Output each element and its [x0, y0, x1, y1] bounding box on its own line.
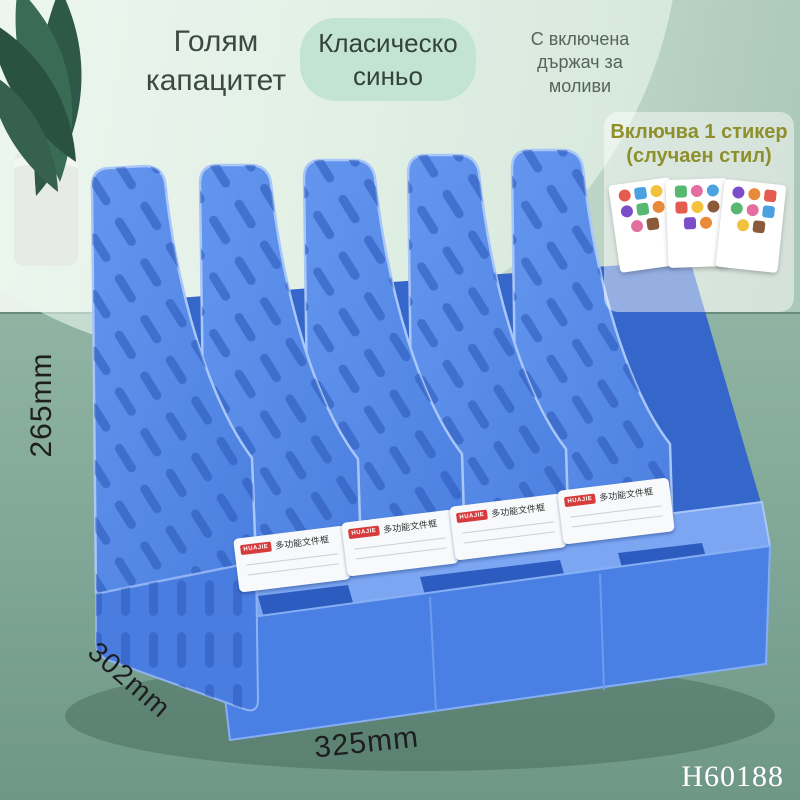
brand-logo: HUAJIE — [347, 524, 380, 539]
plate-title: 多功能文件框 — [490, 502, 546, 519]
plate-ruled-lines — [566, 505, 667, 528]
sticker-sheet — [715, 178, 787, 273]
sticker-bonus-panel: Включва 1 стикер (случаен стил) — [604, 112, 794, 312]
plant-leaves — [0, 0, 82, 196]
sticker-panel-title: Включва 1 стикер (случаен стил) — [610, 121, 788, 168]
pencil-holder-note: С включена държач за моливи — [530, 29, 630, 96]
plate-title: 多功能文件框 — [274, 534, 330, 551]
brand-logo: HUAJIE — [455, 508, 488, 523]
brand-logo: HUAJIE — [563, 492, 596, 507]
product-sku: H60188 — [681, 760, 784, 793]
vase — [14, 152, 78, 266]
plate-ruled-lines — [350, 537, 451, 560]
plate-title: 多功能文件框 — [598, 486, 654, 503]
color-variant-badge: Класическо синьо — [300, 18, 476, 101]
brand-logo: HUAJIE — [239, 540, 272, 555]
dimension-height: 265mm — [25, 352, 58, 458]
sticker-sheets — [608, 176, 788, 281]
capacity-label: Голям капацитет — [145, 25, 287, 97]
plate-ruled-lines — [242, 553, 343, 576]
plate-ruled-lines — [458, 521, 559, 544]
outer-left-wall — [90, 164, 259, 712]
pencil-cup-opening — [258, 585, 354, 618]
plate-title: 多功能文件框 — [382, 518, 438, 535]
